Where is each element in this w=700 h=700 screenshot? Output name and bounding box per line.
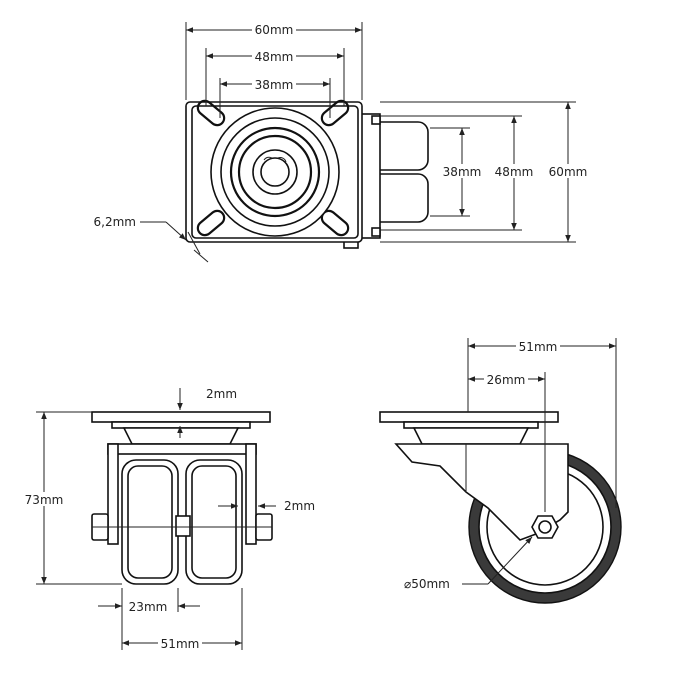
dim-front-51: 51mm	[161, 637, 200, 651]
front-view: 73mm 2mm 2mm 23mm 51mm	[22, 387, 315, 651]
dim-front-height: 73mm	[25, 493, 64, 507]
dim-hole: 6,2mm	[94, 215, 136, 229]
dim-wheel-diameter: ⌀50mm	[404, 577, 450, 591]
dim-side-38: 38mm	[443, 165, 482, 179]
side-view: 51mm 26mm ⌀50mm	[379, 338, 622, 604]
dim-side-view-51: 51mm	[519, 340, 558, 354]
dim-side-60: 60mm	[549, 165, 588, 179]
dim-front-23: 23mm	[129, 600, 168, 614]
dim-side-48: 48mm	[495, 165, 534, 179]
slot-hole-tr	[320, 99, 350, 127]
dim-front-2mm-top: 2mm	[206, 387, 237, 401]
dim-top-60: 60mm	[255, 23, 294, 37]
dim-top-48: 48mm	[255, 50, 294, 64]
dim-top-38: 38mm	[255, 78, 294, 92]
top-view: 60mm 48mm 38mm 60mm 48mm 38mm 6,2mm	[94, 22, 590, 263]
dim-front-2mm-side: 2mm	[284, 499, 315, 513]
slot-hole-bl	[196, 209, 226, 237]
dim-side-view-26: 26mm	[487, 373, 526, 387]
slot-hole-tl	[196, 99, 226, 127]
